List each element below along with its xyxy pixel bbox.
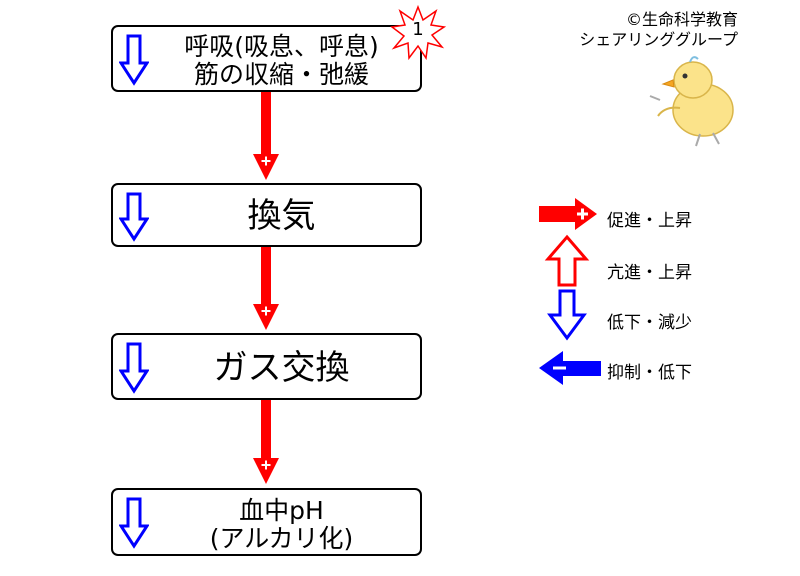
blue-left-minus-arrow-icon [539,351,601,385]
red-right-plus-arrow-icon [539,198,597,230]
blue-down-outline-arrow-icon [119,497,149,549]
blue-down-outline-arrow-icon [119,342,149,394]
step-number: 1 [412,19,424,40]
red-up-outline-arrow-icon [544,234,590,287]
respiration-line2: 筋の収縮・弛緩 [193,60,369,89]
blue-down-outline-arrow-icon [119,34,149,86]
chick-icon [649,56,734,147]
respiration-text: 呼吸(吸息、呼息) 筋の収縮・弛緩 [149,33,414,89]
promote-arrow-1 [253,92,279,180]
copyright: ©生命科学教育 シェアリンググループ [560,10,738,50]
blue-down-outline-arrow-icon [119,192,149,242]
step-badge: 1 [390,5,446,61]
gas-exchange-label: ガス交換 [213,348,350,388]
blood-ph-text: 血中pH (アルカリ化) [149,497,414,553]
ventilation-label: 換気 [247,196,316,236]
starburst-icon [390,5,446,61]
blood-ph-line2: (アルカリ化) [209,524,354,553]
blood-ph-box: 血中pH (アルカリ化) [111,488,422,556]
promote-arrow-3 [253,400,279,484]
legend-label-decrease: 低下・減少 [607,313,692,333]
respiration-line1: 呼吸(吸息、呼息) [184,32,379,61]
copyright-line2: シェアリンググループ [579,30,738,49]
promote-arrow-2 [253,247,279,330]
ventilation-box: 換気 [111,183,422,247]
respiration-box: 呼吸(吸息、呼息) 筋の収縮・弛緩 [111,25,422,92]
legend-icons [539,198,601,385]
copyright-line1: ©生命科学教育 [625,10,738,29]
legend-label-promote: 促進・上昇 [607,211,692,231]
blood-ph-line1: 血中pH [239,496,324,525]
blue-down-outline-arrow-icon [547,289,587,341]
gas-exchange-box: ガス交換 [111,333,422,400]
legend-label-enhance: 亢進・上昇 [607,263,692,283]
legend-label-inhibit: 抑制・低下 [607,363,692,383]
